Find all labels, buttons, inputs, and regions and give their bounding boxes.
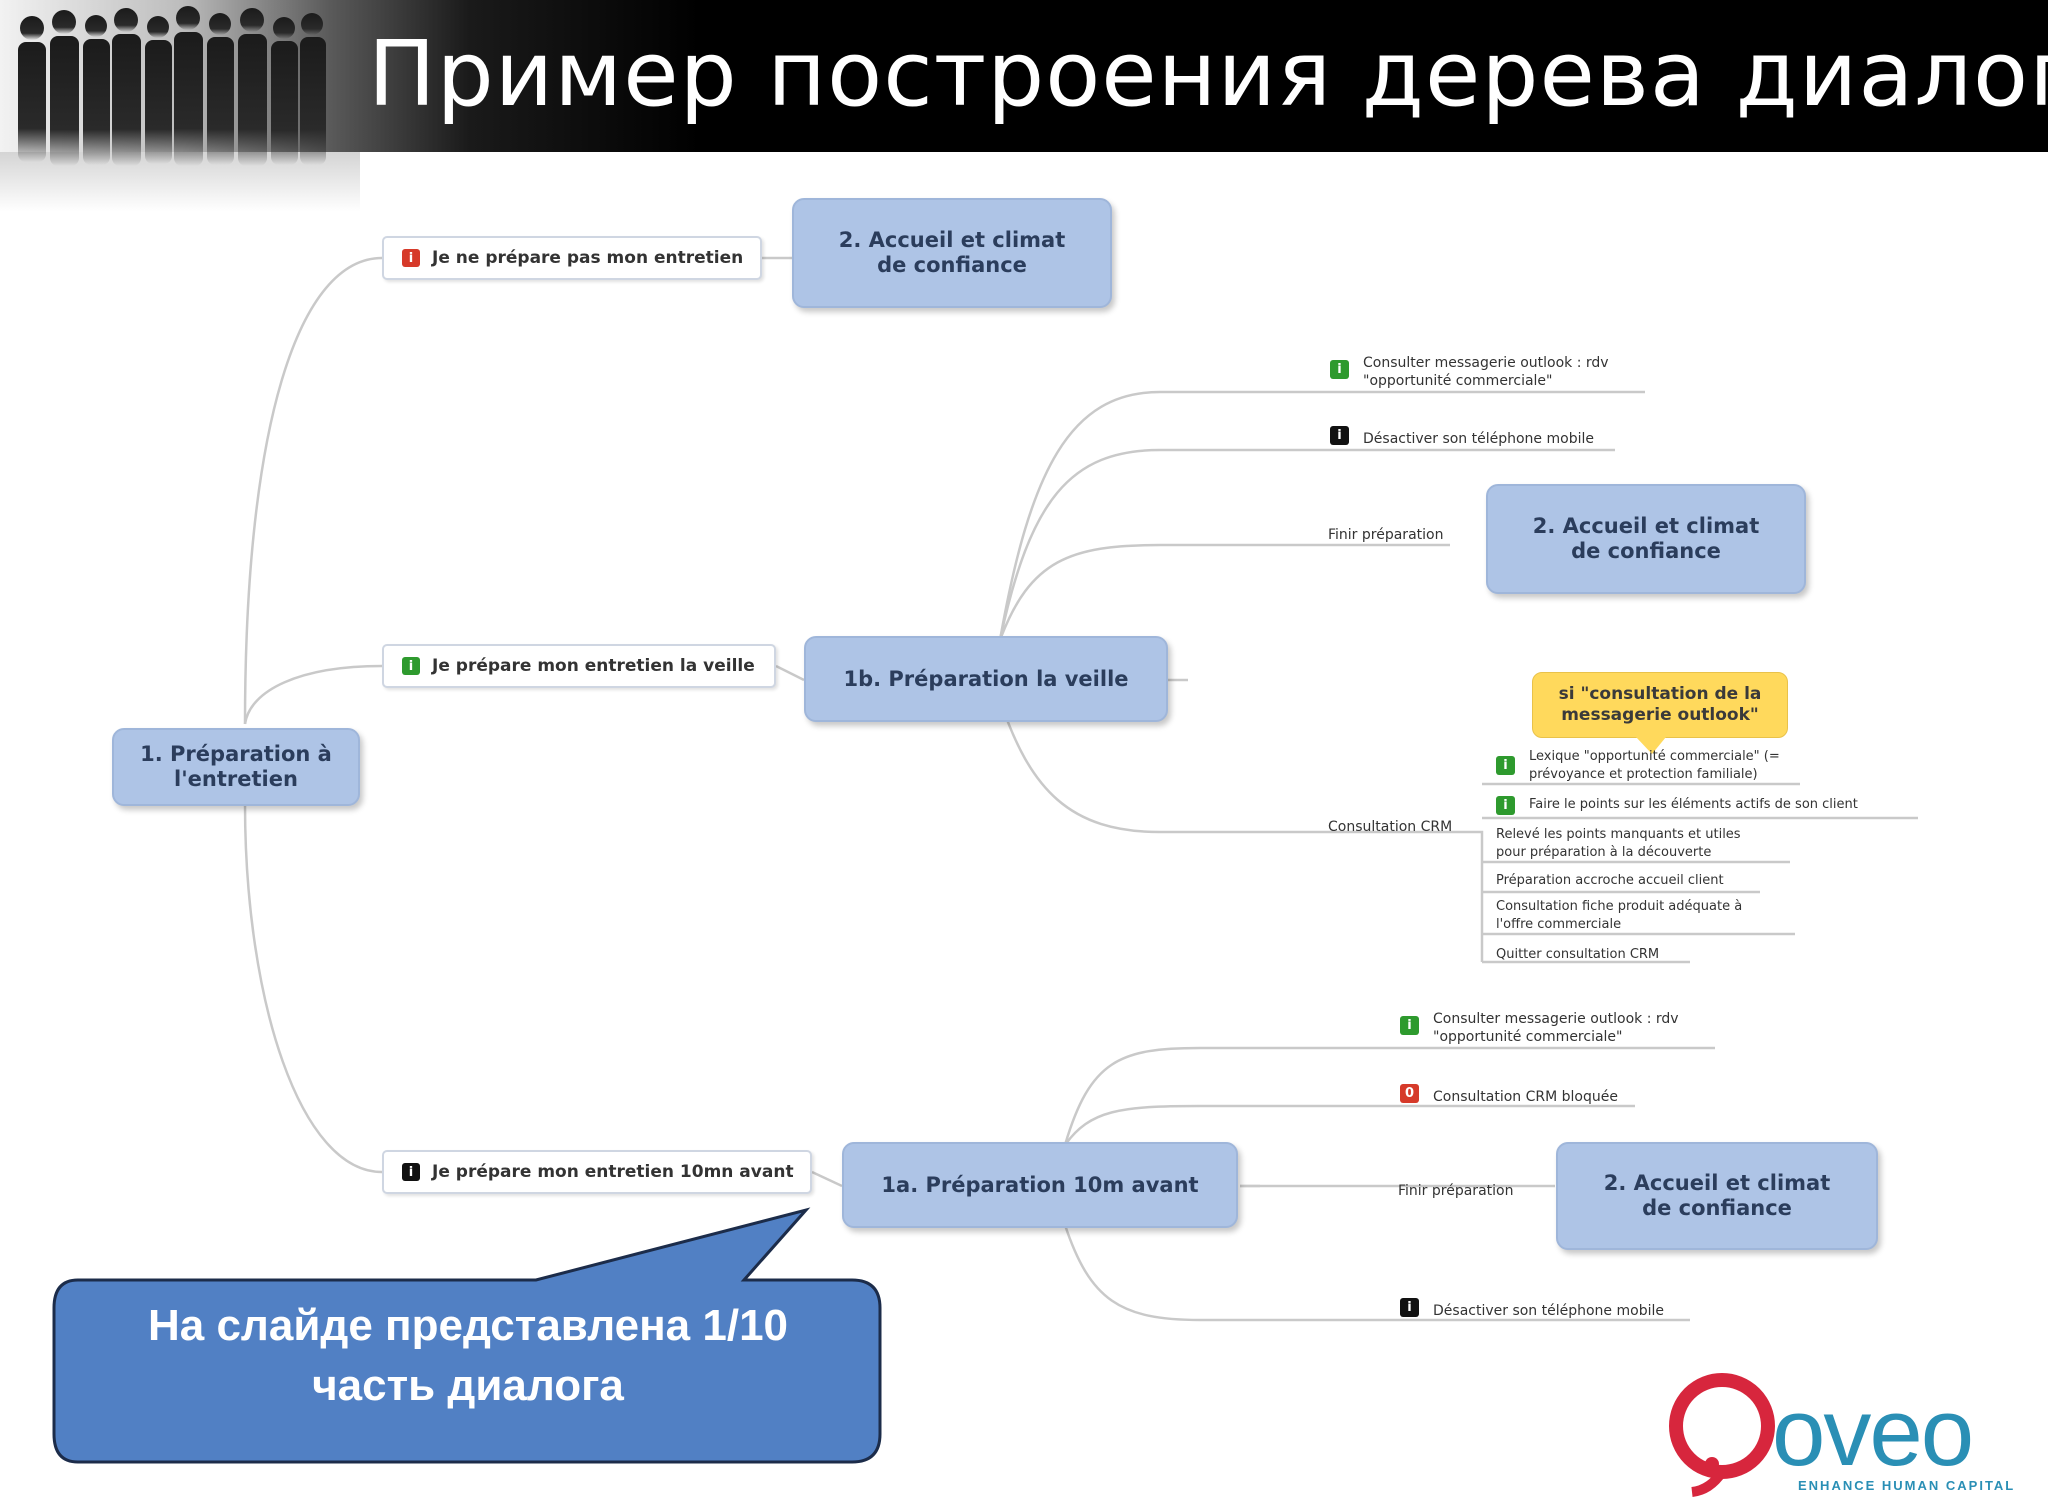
leaf-10m-outlook[interactable]: i Consulter messagerie outlook : rdv "op… — [1400, 1010, 1679, 1046]
leaf-label: Consulter messagerie outlook : rdv "oppo… — [1363, 355, 1609, 389]
leaf-veille-crm[interactable]: Consultation CRM — [1328, 819, 1453, 835]
green-info-icon: i — [1330, 360, 1349, 379]
crm-condition-note: si "consultation de la messagerie outloo… — [1532, 672, 1788, 738]
leaf-veille-finish[interactable]: Finir préparation — [1328, 527, 1444, 543]
leaf-10m-finish[interactable]: Finir préparation — [1398, 1183, 1514, 1199]
red-stop-icon: 0 — [1400, 1084, 1419, 1103]
business-people-silhouette-icon — [18, 6, 326, 166]
choice-prep-veille[interactable]: i Je prépare mon entretien la veille — [382, 644, 776, 688]
page-title: Пример построения дерева диалога — [368, 22, 2048, 127]
crm-item-releve[interactable]: Relevé les points manquants et utiles po… — [1496, 827, 1741, 860]
black-info-icon: i — [402, 1163, 420, 1181]
logo-tagline: ENHANCE HUMAN CAPITAL — [1798, 1478, 2016, 1493]
leaf-10m-phone[interactable]: i Désactiver son téléphone mobile — [1400, 1296, 1664, 1320]
node-accueil-bottom[interactable]: 2. Accueil et climat de confiance — [1556, 1142, 1878, 1250]
choice-prep-10m[interactable]: i Je prépare mon entretien 10mn avant — [382, 1150, 812, 1194]
qoveo-logo-icon — [1669, 1373, 1775, 1497]
leaf-label: Lexique "opportunité commerciale" (= pré… — [1529, 749, 1780, 782]
node-accueil-mid[interactable]: 2. Accueil et climat de confiance — [1486, 484, 1806, 594]
leaf-10m-crm-blocked[interactable]: 0 Consultation CRM bloquée — [1400, 1082, 1618, 1106]
choice-label: Je prépare mon entretien 10mn avant — [432, 1162, 794, 1182]
node-prep-veille[interactable]: 1b. Préparation la veille — [804, 636, 1168, 722]
crm-item-accroche[interactable]: Préparation accroche accueil client — [1496, 873, 1724, 888]
red-info-icon: i — [402, 249, 420, 267]
logo-wordmark: oveo — [1772, 1379, 1974, 1486]
leaf-label: Désactiver son téléphone mobile — [1433, 1303, 1664, 1319]
black-info-icon: i — [1400, 1298, 1419, 1317]
choice-label: Je ne prépare pas mon entretien — [432, 248, 744, 268]
black-info-icon: i — [1330, 426, 1349, 445]
leaf-veille-outlook[interactable]: i Consulter messagerie outlook : rdv "op… — [1330, 354, 1609, 390]
node-root-preparation[interactable]: 1. Préparation à l'entretien — [112, 728, 360, 806]
green-info-icon: i — [1496, 756, 1515, 775]
crm-item-fiche[interactable]: Consultation fiche produit adéquate à l'… — [1496, 899, 1743, 932]
leaf-label: Faire le points sur les éléments actifs … — [1529, 797, 1858, 812]
green-info-icon: i — [402, 657, 420, 675]
node-prep-10m[interactable]: 1a. Préparation 10m avant — [842, 1142, 1238, 1228]
crm-item-lexique[interactable]: i Lexique "opportunité commerciale" (= p… — [1496, 748, 1780, 784]
leaf-label: Consultation CRM bloquée — [1433, 1089, 1618, 1105]
choice-no-prep[interactable]: i Je ne prépare pas mon entretien — [382, 236, 762, 280]
crm-item-points[interactable]: i Faire le points sur les éléments actif… — [1496, 796, 1858, 815]
leaf-label: Désactiver son téléphone mobile — [1363, 431, 1594, 447]
green-info-icon: i — [1496, 796, 1515, 815]
green-info-icon: i — [1400, 1016, 1419, 1035]
node-accueil-top[interactable]: 2. Accueil et climat de confiance — [792, 198, 1112, 308]
crm-item-quitter[interactable]: Quitter consultation CRM — [1496, 947, 1660, 962]
choice-label: Je prépare mon entretien la veille — [432, 656, 755, 676]
leaf-label: Consulter messagerie outlook : rdv "oppo… — [1433, 1011, 1679, 1045]
header-bar — [0, 0, 2048, 152]
leaf-veille-phone[interactable]: i Désactiver son téléphone mobile — [1330, 424, 1594, 448]
callout-text: На слайде представлена 1/10 часть диалог… — [147, 1301, 789, 1410]
